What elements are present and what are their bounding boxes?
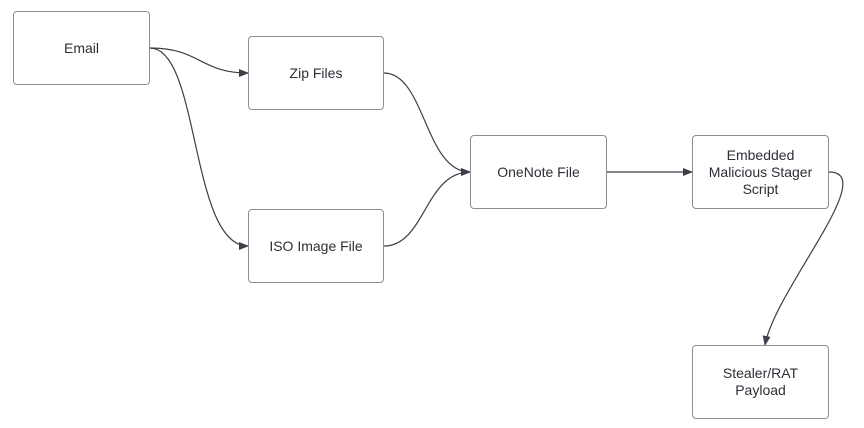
onenote-file-node: OneNote File (470, 135, 607, 209)
edge-iso-to-onenote (383, 168, 471, 247)
stealer-rat-payload-node: Stealer/RAT Payload (692, 345, 829, 419)
edge-email-to-zip (149, 47, 249, 77)
embedded-stager-script-node-label: Embedded Malicious Stager Script (708, 146, 813, 197)
iso-image-file-node-label: ISO Image File (269, 237, 363, 254)
edge-zip-to-onenote (383, 72, 471, 176)
zip-files-node: Zip Files (248, 36, 384, 110)
zip-files-node-label: Zip Files (289, 64, 343, 81)
iso-image-file-node: ISO Image File (248, 209, 384, 283)
embedded-stager-script-node: Embedded Malicious Stager Script (692, 135, 829, 209)
stealer-rat-payload-node-label: Stealer/RAT Payload (722, 365, 799, 398)
onenote-file-node-label: OneNote File (497, 163, 580, 180)
edge-embedded-to-payload (762, 171, 844, 346)
email-node: Email (13, 11, 150, 85)
email-node-label: Email (63, 39, 99, 56)
edge-email-to-iso (149, 47, 249, 250)
